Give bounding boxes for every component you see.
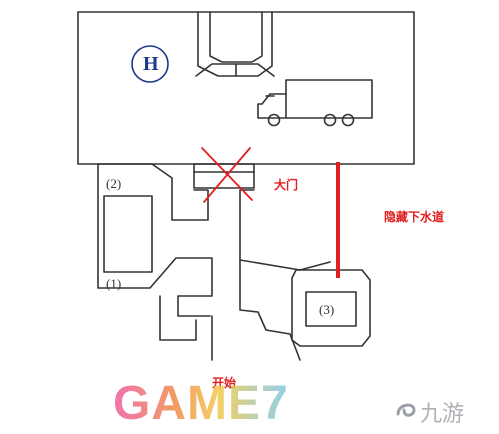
room-2-label: (2) xyxy=(106,176,122,191)
room-3-label: (3) xyxy=(319,302,335,317)
watermark-brand: GAME7 xyxy=(113,377,289,430)
truck-icon xyxy=(257,79,373,127)
room-3-outline xyxy=(291,269,371,347)
garage-icon xyxy=(195,11,275,77)
room-1-label: (1) xyxy=(106,276,122,291)
helipad-icon xyxy=(131,45,169,83)
swirl-logo-icon xyxy=(396,403,416,417)
hidden-sewer-label: 隐藏下水道 xyxy=(384,210,445,224)
compound-building xyxy=(77,11,415,165)
gate-label: 大门 xyxy=(274,178,299,192)
gate-structure xyxy=(193,163,255,189)
x-mark xyxy=(201,147,253,203)
helipad-letter: H xyxy=(143,53,159,75)
start-label: 开始 xyxy=(212,374,236,391)
watermark-site: 九游 xyxy=(420,402,465,427)
corridor-walls xyxy=(97,163,331,361)
